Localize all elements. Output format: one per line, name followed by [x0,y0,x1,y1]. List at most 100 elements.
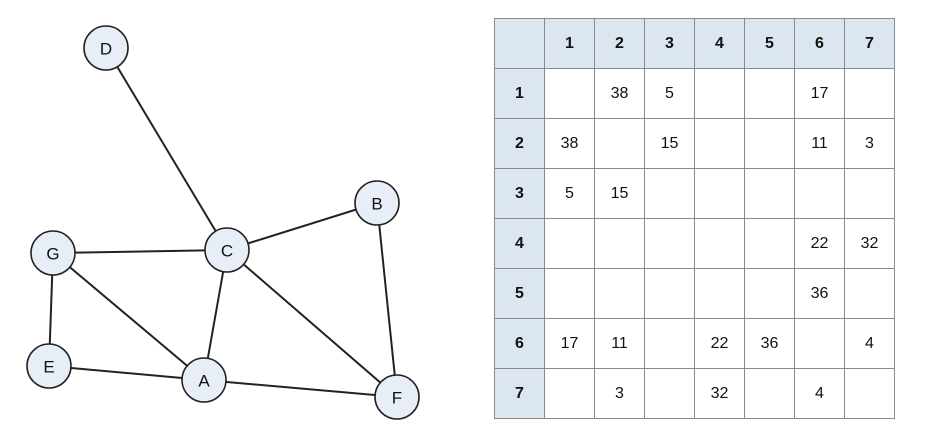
matrix-row-header: 5 [494,268,545,319]
matrix-row: 5 36 [494,268,895,319]
matrix-cell [544,268,595,319]
edge-e-a [48,365,205,381]
matrix-cell: 32 [844,218,895,269]
edge-c-f [226,249,398,398]
node-circle [26,343,72,389]
matrix-cell [644,168,695,219]
matrix-row-header: 3 [494,168,545,219]
matrix-column-header: 3 [644,18,695,69]
edge-g-c [52,249,228,254]
network-graph: D B G C E A F [26,25,420,420]
matrix-cell: 15 [644,118,695,169]
matrix-cell [694,268,745,319]
node-circle [354,180,400,226]
node-circle [374,374,420,420]
matrix-row-header: 7 [494,368,545,419]
matrix-cell: 36 [744,318,795,369]
matrix-cell [594,118,645,169]
matrix-cell: 22 [794,218,845,269]
matrix-cell: 11 [594,318,645,369]
matrix-cell: 38 [544,118,595,169]
matrix-cell [744,118,795,169]
matrix-cell: 5 [644,68,695,119]
matrix-cell: 15 [594,168,645,219]
matrix-cell [744,168,795,219]
node-label: F [392,389,402,408]
node-label: C [221,242,233,261]
matrix-cell: 5 [544,168,595,219]
edge-g-a [52,252,205,381]
matrix-cell [744,268,795,319]
matrix-cell [644,318,695,369]
matrix-column-header: 6 [794,18,845,69]
matrix-row-header: 2 [494,118,545,169]
matrix-cell [694,68,745,119]
matrix-cell: 4 [794,368,845,419]
matrix-cell [644,268,695,319]
node-f: F [374,374,420,420]
matrix-cell: 4 [844,318,895,369]
graph-nodes: D B G C E A F [26,25,420,420]
matrix-row-header: 6 [494,318,545,369]
matrix-cell [544,218,595,269]
node-circle [204,227,250,273]
matrix-cell: 17 [544,318,595,369]
node-label: B [371,195,382,214]
matrix-cell [594,268,645,319]
matrix-corner-cell [494,18,545,69]
node-circle [30,230,76,276]
node-g: G [30,230,76,276]
node-label: A [198,372,210,391]
matrix-cell [844,368,895,419]
matrix-row-header: 1 [494,68,545,119]
node-label: G [46,245,59,264]
matrix-column-header: 5 [744,18,795,69]
node-d: D [83,25,129,71]
matrix-cell [794,318,845,369]
node-label: E [43,358,54,377]
edge-c-b [226,202,378,251]
matrix-cell: 17 [794,68,845,119]
matrix-column-header: 1 [544,18,595,69]
matrix-cell [694,168,745,219]
node-a: A [181,357,227,403]
matrix-cell [644,218,695,269]
matrix-cell: 36 [794,268,845,319]
matrix-cell [544,368,595,419]
matrix-cell: 38 [594,68,645,119]
edge-b-f [376,202,398,398]
node-e: E [26,343,72,389]
matrix-column-header: 2 [594,18,645,69]
matrix-cell [844,68,895,119]
node-b: B [354,180,400,226]
matrix-cell: 3 [594,368,645,419]
matrix-column-header: 7 [844,18,895,69]
matrix-cell [744,68,795,119]
matrix-cell [794,168,845,219]
matrix-cell: 32 [694,368,745,419]
matrix-cell [744,368,795,419]
matrix-cell [544,68,595,119]
matrix-cell [694,218,745,269]
node-circle [181,357,227,403]
node-c: C [204,227,250,273]
matrix-cell [744,218,795,269]
matrix-cell [594,218,645,269]
matrix-cell [644,368,695,419]
edge-d-c [105,47,228,251]
matrix-cell [844,268,895,319]
matrix-row-header: 4 [494,218,545,269]
matrix-cell [694,118,745,169]
matrix-cell [844,168,895,219]
edge-a-f [203,379,398,398]
node-circle [83,25,129,71]
matrix-cell: 11 [794,118,845,169]
matrix-column-header: 4 [694,18,745,69]
